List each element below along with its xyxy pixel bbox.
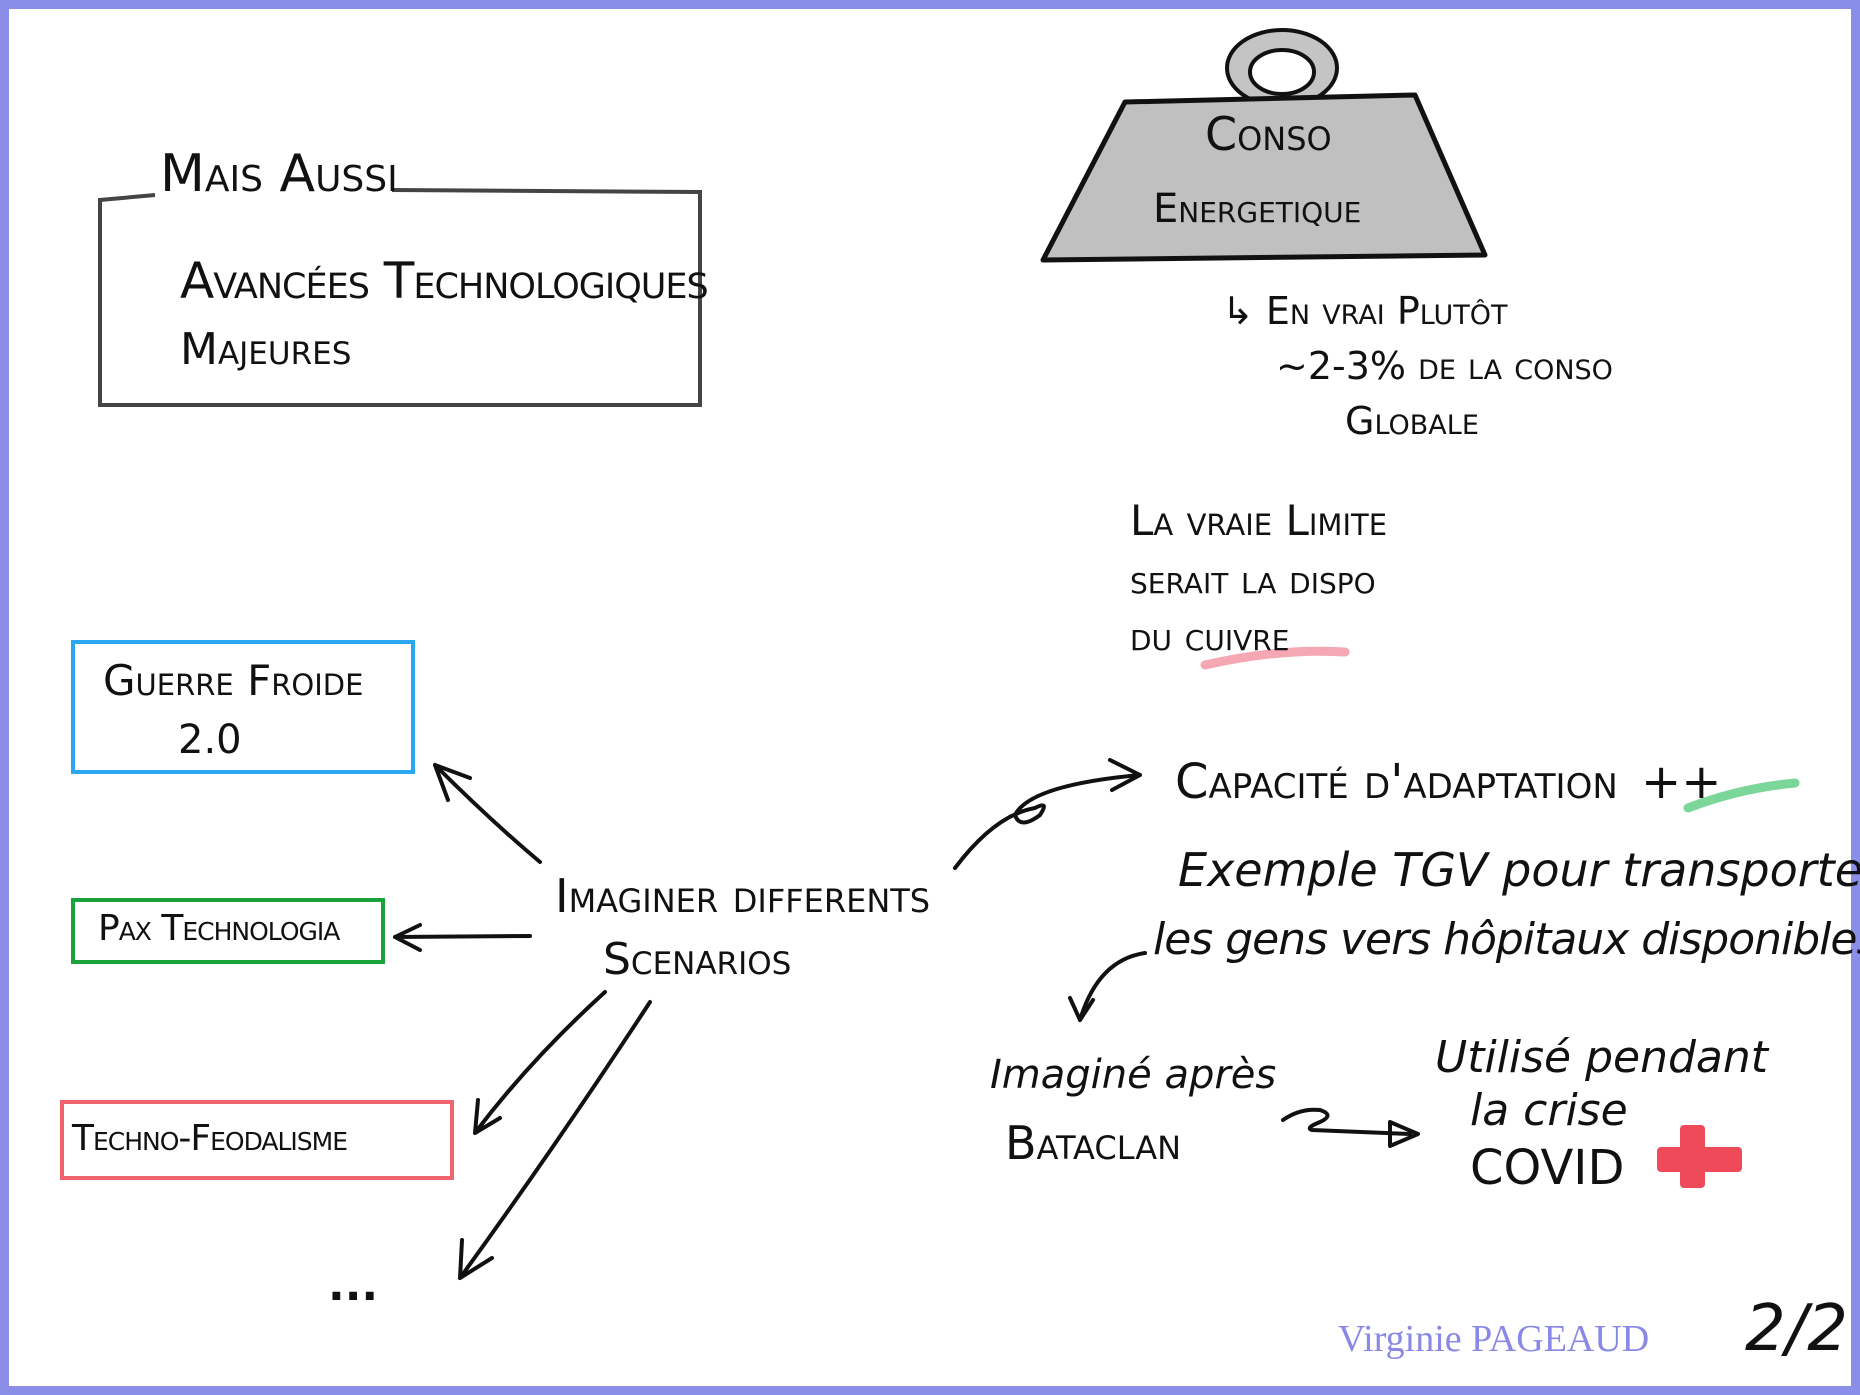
arrow-to-utilise [1281, 1107, 1420, 1148]
center-line1: Imaginer differents [555, 869, 931, 923]
red-cross-icon [1657, 1125, 1742, 1188]
scenario-ellipsis: ... [328, 1260, 379, 1311]
weight-icon [1040, 28, 1488, 263]
guerre-froide-box [71, 640, 415, 774]
mais-aussi-line1: Avancées Technologiques [180, 252, 709, 310]
techno-feodalisme-label: Techno-Feodalisme [72, 1118, 348, 1159]
arrow-to-adaptation [953, 758, 1142, 870]
arrow-to-ellipsis [458, 1000, 652, 1280]
page-number: 2/2 [1745, 1292, 1848, 1366]
imagine-line1: Imaginé après [990, 1052, 1277, 1098]
en-vrai-line1: ↳ En vrai Plutôt [1222, 289, 1508, 333]
guerre-froide-line2: 2.0 [178, 717, 242, 763]
author-signature: Virginie PAGEAUD [1338, 1318, 1650, 1360]
example-line2: les gens vers hôpitaux disponibles [1153, 914, 1860, 965]
en-vrai-line3: Globale [1345, 399, 1479, 443]
limite-du: du [1130, 614, 1173, 660]
mais-aussi-line2: Majeures [180, 324, 352, 375]
arrow-to-techno [473, 990, 607, 1135]
limite-cuivre: cuivre [1184, 614, 1290, 660]
en-vrai-line2: ~2-3% de la conso [1276, 344, 1613, 388]
mais-aussi-box [98, 188, 702, 407]
limite-line2: serait la dispo [1130, 557, 1376, 603]
arrow-to-imagine [1068, 951, 1147, 1022]
limite-line3: du cuivre [1130, 612, 1289, 662]
adaptation-plus: ++ [1641, 754, 1722, 810]
arrow-to-pax [393, 923, 532, 952]
cuivre-underline [1200, 646, 1350, 670]
arrow-to-guerre-froide [433, 763, 542, 864]
center-line2: Scenarios [603, 934, 792, 985]
weight-label-line2: Energetique [1153, 186, 1362, 232]
utilise-line3: COVID [1470, 1140, 1625, 1196]
example-line1: Exemple TGV pour transporter [1178, 843, 1860, 897]
mais-aussi-title: Mais Aussi [160, 144, 398, 204]
adaptation-title-text: Capacité d'adaptation [1175, 754, 1618, 810]
utilise-line2: la crise [1470, 1085, 1628, 1136]
weight-label-line1: Conso [1205, 107, 1332, 161]
pax-technologia-box [71, 898, 385, 964]
limite-line1: La vraie Limite [1130, 496, 1388, 545]
techno-feodalisme-box [60, 1100, 454, 1180]
guerre-froide-line1: Guerre Froide [103, 656, 364, 705]
adaptation-title: Capacité d'adaptation ++ [1175, 752, 1721, 812]
plus-underline [1683, 778, 1800, 813]
imagine-line2: Bataclan [1005, 1116, 1182, 1170]
pax-technologia-label: Pax Technologia [98, 908, 340, 949]
utilise-line1: Utilisé pendant [1435, 1032, 1769, 1083]
